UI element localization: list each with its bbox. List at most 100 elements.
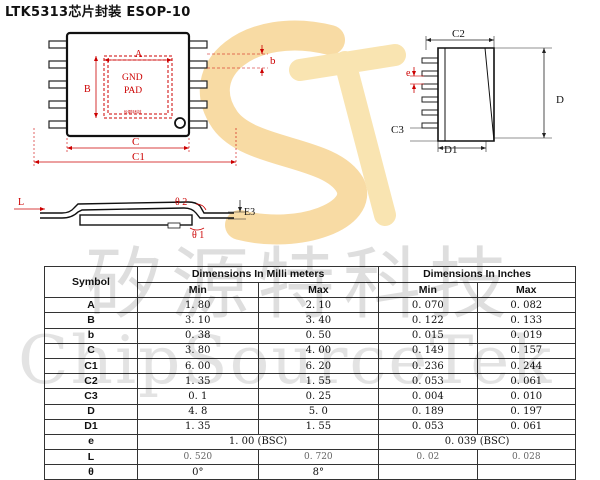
header-in-max: Max xyxy=(476,281,577,299)
cell-empty xyxy=(476,464,577,480)
cell-in-min: 0. 053 xyxy=(378,373,478,390)
cell-in-max: 0. 133 xyxy=(476,312,577,329)
header-in-min: Min xyxy=(378,281,478,299)
cell-in-max: 0. 061 xyxy=(476,418,577,435)
cell-symbol: e xyxy=(44,433,138,451)
cell-empty xyxy=(378,464,478,480)
cell-symbol: D xyxy=(44,403,138,420)
cell-mm-min: 1. 35 xyxy=(137,373,259,390)
cell-mm-min: 0. 520 xyxy=(137,449,259,466)
cell-mm-min: 1. 80 xyxy=(137,297,259,314)
label-D: D xyxy=(556,94,564,106)
header-in-group: Dimensions In Inches xyxy=(378,266,576,283)
pin1-marker-icon xyxy=(174,117,186,129)
cell-mm-max: 0. 50 xyxy=(257,327,380,344)
cell-mm-min: 1. 35 xyxy=(137,418,259,435)
cell-in-min: 0. 149 xyxy=(378,342,478,359)
cell-symbol: C3 xyxy=(44,388,138,405)
cell-symbol: L xyxy=(44,449,138,466)
cell-mm-max: 4. 00 xyxy=(257,342,380,359)
header-mm-max: Max xyxy=(257,281,380,299)
cell-mm-min: 0. 1 xyxy=(137,388,259,405)
cell-mm-max: 5. 0 xyxy=(257,403,380,420)
label-theta1: θ 1 xyxy=(192,230,204,241)
label-C2: C2 xyxy=(452,28,465,40)
cell-in-max: 0. 061 xyxy=(476,373,577,390)
cell-in-max: 0. 082 xyxy=(476,297,577,314)
label-D1: D1 xyxy=(444,144,457,156)
cell-mm-min: 6. 00 xyxy=(137,357,259,375)
cell-symbol: A xyxy=(44,297,138,314)
cell-in-min: 0. 070 xyxy=(378,297,478,314)
cell-symbol: b xyxy=(44,327,138,344)
cell-in-max: 0. 028 xyxy=(476,449,577,466)
top-view: GND PAD 砂源特科技 A B b xyxy=(33,31,276,166)
cell-symbol: D1 xyxy=(44,418,138,435)
cell-mm-max: 0. 720 xyxy=(257,449,380,466)
cell-in-min: 0. 122 xyxy=(378,312,478,329)
side-view: C2 e D C3 D1 xyxy=(391,28,564,156)
pad-text-1: GND xyxy=(122,73,143,83)
label-C: C xyxy=(132,136,139,148)
cell-in-max: 0. 019 xyxy=(476,327,577,344)
cell-mm-min: 3. 80 xyxy=(137,342,259,359)
page: LTK5313芯片封装 ESOP-10 xyxy=(5,5,577,480)
cell-mm-bsc: 1. 00 (BSC) xyxy=(136,433,380,451)
cell-in-min: 0. 02 xyxy=(378,449,478,466)
cell-mm-max: 1. 55 xyxy=(257,373,380,390)
cell-in-max: 0. 010 xyxy=(476,388,577,405)
cell-symbol: C xyxy=(44,342,138,359)
label-B: B xyxy=(84,84,91,95)
label-L: L xyxy=(18,197,24,208)
cell-symbol: C2 xyxy=(44,373,138,390)
pad-mark-text: 砂源特科技 xyxy=(124,109,142,114)
label-A: A xyxy=(135,49,143,60)
cell-in-min: 0. 053 xyxy=(378,418,478,435)
header-mm-min: Min xyxy=(137,281,259,299)
cell-in-min: 0. 236 xyxy=(378,357,478,375)
cell-in-min: 0. 015 xyxy=(378,327,478,344)
cell-mm-max: 3. 40 xyxy=(257,312,380,329)
table-row-L: L 0. 520 0. 720 0. 02 0. 028 xyxy=(44,449,577,466)
watermark-logo xyxy=(199,20,406,245)
table-row-theta: θ 0° 8° xyxy=(44,464,577,480)
table-header-row: Symbol Dimensions In Milli meters Dimens… xyxy=(44,265,576,299)
cell-mm-min: 3. 10 xyxy=(137,312,259,329)
cell-in-max: 0. 244 xyxy=(476,357,577,375)
cell-mm-min: 0. 38 xyxy=(137,327,259,344)
dimensions-table: Symbol Dimensions In Milli meters Dimens… xyxy=(44,265,577,480)
profile-view: L θ 2 θ 1 E3 xyxy=(14,197,255,241)
package-drawing: GND PAD 砂源特科技 A B b xyxy=(14,20,564,245)
pad-text-2: PAD xyxy=(124,86,142,96)
label-C3: C3 xyxy=(391,124,404,136)
header-symbol: Symbol xyxy=(44,265,138,299)
cell-in-min: 0. 189 xyxy=(378,403,478,420)
label-b: b xyxy=(270,55,276,67)
header-mm-group: Dimensions In Milli meters xyxy=(136,266,380,283)
cell-mm-max: 6. 20 xyxy=(257,357,380,375)
cell-in-max: 0. 197 xyxy=(476,403,577,420)
cell-theta-max: 8° xyxy=(257,464,380,480)
cell-mm-max: 1. 55 xyxy=(257,418,380,435)
cell-mm-max: 2. 10 xyxy=(257,297,380,314)
label-C1: C1 xyxy=(132,151,145,163)
cell-symbol: C1 xyxy=(44,357,138,375)
cell-symbol: θ xyxy=(44,464,138,480)
label-e: e xyxy=(406,68,411,79)
label-E3: E3 xyxy=(244,207,255,218)
cell-in-min: 0. 004 xyxy=(378,388,478,405)
label-theta2: θ 2 xyxy=(175,197,187,208)
cell-mm-max: 0. 25 xyxy=(257,388,380,405)
cell-mm-min: 4. 8 xyxy=(137,403,259,420)
table-row-e: e 1. 00 (BSC) 0. 039 (BSC) xyxy=(44,433,576,451)
cell-in-bsc: 0. 039 (BSC) xyxy=(378,433,576,451)
